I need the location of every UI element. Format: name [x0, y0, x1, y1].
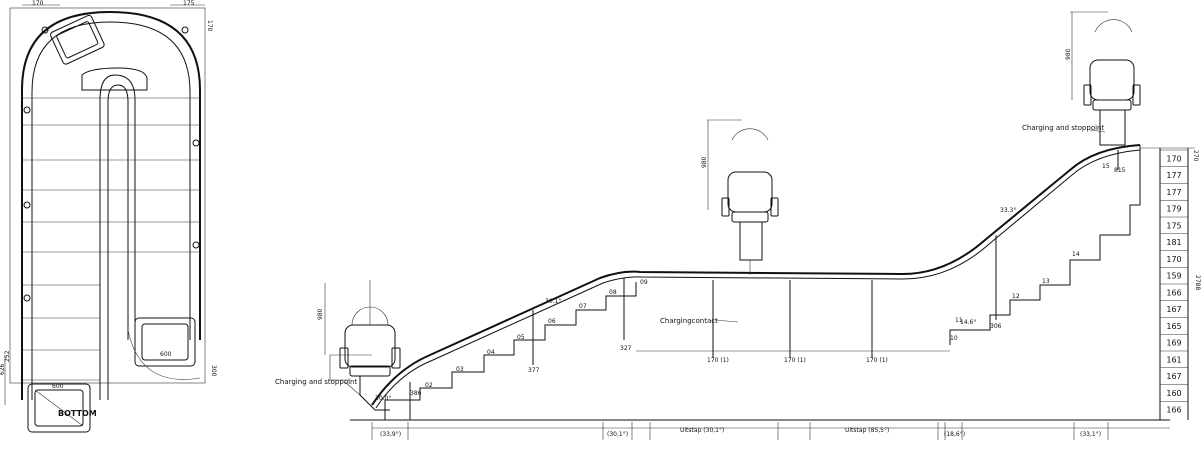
rail-seg-3: 170 (1) — [866, 357, 888, 364]
post-label-306: 306 — [990, 323, 1002, 330]
step-06: 06 — [548, 318, 556, 325]
step-14: 14 — [1072, 251, 1080, 258]
right-col-value: 167 — [1166, 305, 1181, 314]
plan-chair-bottom: 600 252 626 — [0, 350, 91, 433]
step-07: 07 — [579, 303, 587, 310]
right-col-value: 166 — [1166, 288, 1181, 297]
chair-bottom-height: 980 — [317, 308, 324, 320]
angle-2: 30.1° — [545, 298, 561, 305]
right-col-value: 170 — [1166, 154, 1181, 163]
right-total: 2788 — [1194, 275, 1201, 290]
step-15: 15 — [1102, 163, 1110, 170]
step-10: 10 — [950, 335, 958, 342]
bottom-dim-3: Uitstap (30,1°) — [680, 427, 724, 434]
post-label-815: 815 — [1114, 167, 1126, 174]
bottom-dim-4: Uitstap (85,5°) — [845, 427, 889, 434]
bottom-dimensions: (33,9°) (30,1°) Uitstap (30,1°) Uitstap … — [371, 422, 1170, 440]
right-col-value: 179 — [1166, 205, 1181, 214]
bottom-dim-2: (30,1°) — [607, 431, 628, 438]
elevation-view: 170 (1) 170 (1) 170 (1) 386 377 327 306 … — [275, 11, 1201, 440]
right-col-value: 159 — [1166, 272, 1181, 281]
angle-1: 30.0° — [375, 395, 391, 402]
right-col-value: 177 — [1166, 188, 1181, 197]
chair-middle-height: 980 — [701, 156, 708, 168]
rail-seg-1: 170 (1) — [707, 357, 729, 364]
plan-chair-top — [50, 14, 105, 65]
chair-middle: 980 Chargingcontact — [660, 119, 779, 325]
step-08: 08 — [609, 289, 617, 296]
plan-view-title: BOTTOM — [58, 409, 97, 418]
plan-dim-top-left: 170 — [32, 0, 44, 7]
right-col-value: 170 — [1166, 255, 1181, 264]
right-col-value: 161 — [1166, 355, 1181, 364]
step-09: 09 — [640, 279, 648, 286]
step-04: 04 — [487, 349, 495, 356]
right-col-value: 177 — [1166, 171, 1181, 180]
step-numbers: 02 03 04 05 06 07 08 09 10 11 12 13 14 1… — [425, 163, 1110, 389]
plan-dim-right-bottom: 300 — [210, 365, 217, 377]
plan-chair-bottom-width: 600 — [52, 383, 64, 390]
label-charging-stop-bottom: Charging and stoppoint — [275, 378, 357, 386]
plan-dim-left-a: 252 — [4, 350, 11, 362]
right-col-value: 181 — [1166, 238, 1181, 247]
step-13: 13 — [1042, 278, 1050, 285]
plan-chair-right-width: 600 — [160, 351, 172, 358]
top-dim: 270 — [1192, 150, 1199, 162]
step-02: 02 — [425, 382, 433, 389]
step-03: 03 — [456, 366, 464, 373]
bottom-dim-5: (18,6°) — [944, 431, 965, 438]
plan-chair-right: 600 — [127, 317, 201, 380]
right-col-value: 160 — [1166, 389, 1181, 398]
post-label-377: 377 — [528, 367, 540, 374]
post-label-386: 386 — [410, 390, 422, 397]
chair-top: 980 Charging and stoppoint — [1022, 11, 1141, 146]
right-col-value: 175 — [1166, 221, 1181, 230]
rail-seg-2: 170 (1) — [784, 357, 806, 364]
label-charging-contact: Chargingcontact — [660, 317, 718, 325]
right-col-value: 169 — [1166, 339, 1181, 348]
post-label-327: 327 — [620, 345, 632, 352]
angle-4: 33.3° — [1000, 207, 1016, 214]
step-11: 11 — [955, 317, 963, 324]
right-col-value: 167 — [1166, 372, 1181, 381]
right-col-value: 166 — [1166, 406, 1181, 415]
plan-dim-left-b: 626 — [0, 363, 6, 375]
bottom-dim-6: (33,1°) — [1080, 431, 1101, 438]
bottom-dim-1: (33,9°) — [380, 431, 401, 438]
step-12: 12 — [1012, 293, 1020, 300]
right-col-value: 165 — [1166, 322, 1181, 331]
angle-3: 14.6° — [960, 319, 976, 326]
plan-view: 170 175 170 300 — [0, 0, 217, 433]
step-05: 05 — [517, 334, 525, 341]
plan-dim-top-right: 175 — [183, 0, 195, 7]
chair-bottom: 980 Charging and stoppoint — [275, 280, 401, 411]
chair-top-height: 980 — [1065, 48, 1072, 60]
label-charging-stop-top: Charging and stoppoint — [1022, 124, 1104, 132]
plan-dim-right-top: 170 — [206, 20, 213, 32]
